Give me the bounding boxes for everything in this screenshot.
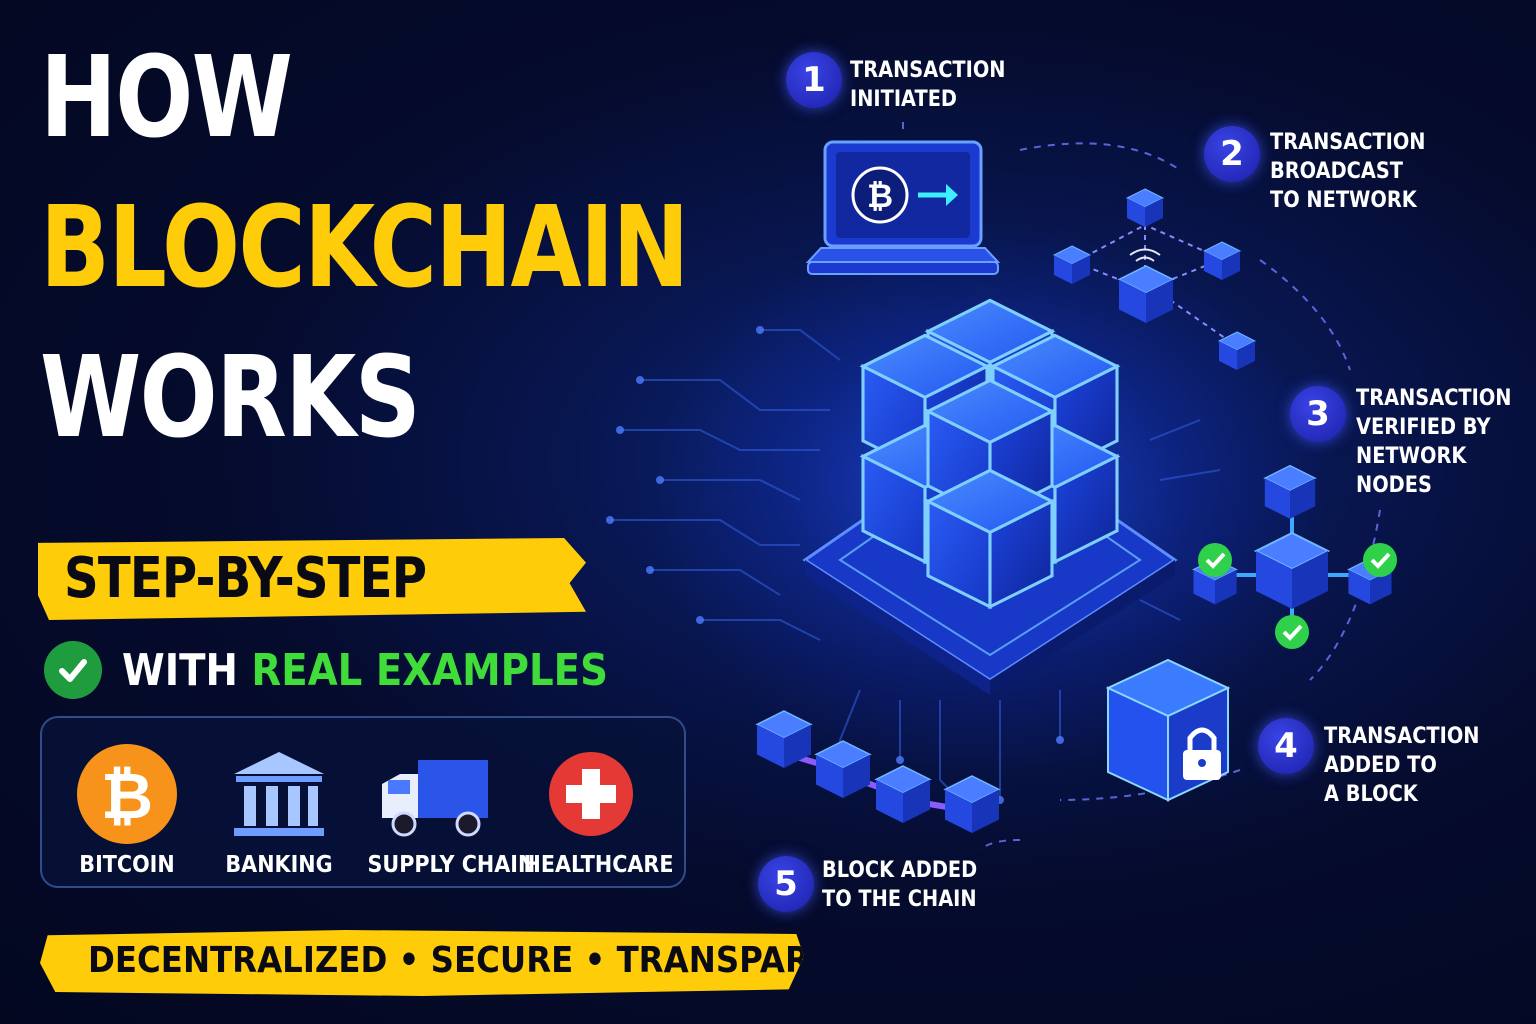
- step-4-badge: 4: [1258, 718, 1314, 774]
- title-line-blockchain: BLOCKCHAIN: [40, 183, 689, 313]
- example-label: BANKING: [225, 852, 333, 878]
- truck-icon: [382, 760, 488, 837]
- step-5-badge: 5: [758, 856, 814, 912]
- check-icon: [1363, 543, 1397, 577]
- with-label: WITH: [122, 644, 238, 696]
- with-examples-row: WITH REAL EXAMPLES: [44, 640, 674, 700]
- tagline-text: DECENTRALIZED • SECURE • TRANSPARENT: [88, 940, 882, 981]
- examples-panel: ₿ BITCOIN BANKING SUPPLY CHAIN: [40, 716, 686, 888]
- bank-icon: [234, 752, 324, 836]
- step-1-badge: 1: [786, 52, 842, 108]
- example-healthcare: HEALTHCARE: [516, 734, 673, 878]
- check-icon: [44, 641, 102, 699]
- laptop-icon: ₿: [805, 140, 1001, 275]
- real-examples-label: REAL EXAMPLES: [251, 644, 609, 696]
- lock-icon: [1183, 727, 1221, 780]
- step-2-badge: 2: [1204, 126, 1260, 182]
- tagline-banner: DECENTRALIZED • SECURE • TRANSPARENT: [40, 930, 804, 996]
- svg-text:₿: ₿: [867, 177, 893, 215]
- example-banking: BANKING: [204, 734, 354, 878]
- example-supply-chain: SUPPLY CHAIN: [360, 734, 535, 878]
- medical-cross-icon: [549, 752, 633, 836]
- bitcoin-icon: ₿: [77, 744, 177, 844]
- step-3-badge: 3: [1290, 386, 1346, 442]
- example-bitcoin: ₿ BITCOIN: [52, 734, 202, 878]
- title-line-works: WORKS: [40, 333, 421, 463]
- check-icon: [1275, 615, 1309, 649]
- example-label: HEALTHCARE: [523, 852, 674, 878]
- example-label: BITCOIN: [79, 852, 175, 878]
- title-line-how: HOW: [40, 33, 293, 163]
- with-examples-text: WITH REAL EXAMPLES: [122, 645, 608, 696]
- svg-text:₿: ₿: [101, 760, 153, 834]
- step-by-step-banner: STEP-BY-STEP: [38, 538, 586, 620]
- example-label: SUPPLY CHAIN: [367, 852, 536, 878]
- check-icon: [1198, 543, 1232, 577]
- banner-text: STEP-BY-STEP: [64, 546, 427, 611]
